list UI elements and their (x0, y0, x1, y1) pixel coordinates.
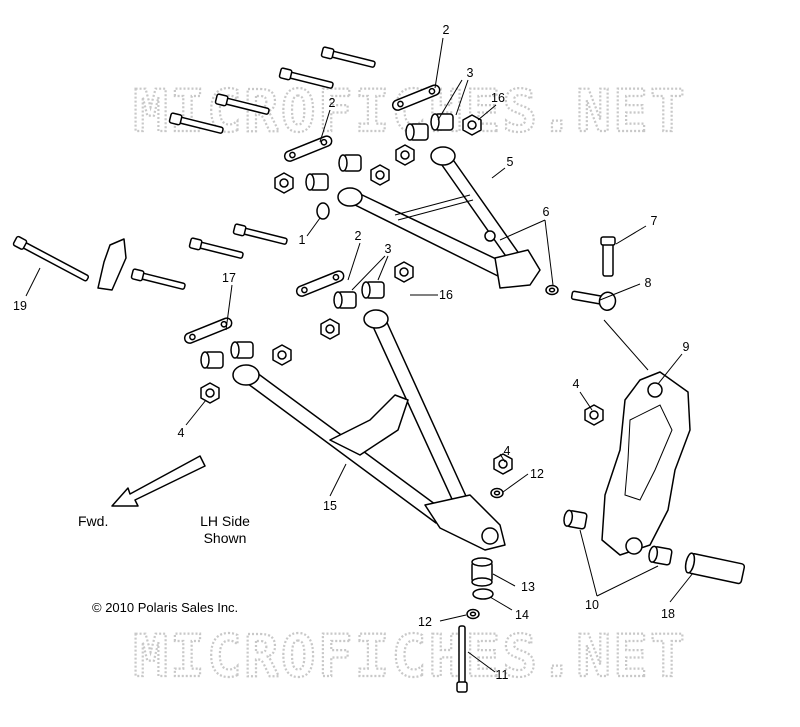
callout-10: 10 (585, 598, 599, 612)
callout-8: 8 (645, 276, 652, 290)
callout-3: 3 (467, 66, 474, 80)
callout-4: 4 (178, 426, 185, 440)
callout-14: 14 (515, 608, 529, 622)
callout-11: 11 (496, 668, 509, 682)
callout-19: 19 (13, 299, 27, 313)
watermark-bottom: MICROFICHES.NET (133, 622, 687, 690)
spindle-knuckle (601, 371, 691, 556)
callout-18: 18 (661, 607, 675, 621)
callout-4: 4 (573, 377, 580, 391)
forward-label: Fwd. (78, 513, 108, 529)
callout-6: 6 (543, 205, 550, 219)
callout-2: 2 (355, 229, 362, 243)
callout-16: 16 (491, 91, 505, 105)
side-label-line1: LH Side (200, 513, 250, 529)
callout-17: 17 (222, 271, 236, 285)
callout-2: 2 (329, 96, 336, 110)
callout-15: 15 (323, 499, 337, 513)
callout-12: 12 (530, 467, 544, 481)
callout-16: 16 (439, 288, 453, 302)
callout-1: 1 (299, 233, 306, 247)
callout-7: 7 (651, 214, 658, 228)
callout-13: 13 (521, 580, 535, 594)
lower-a-arm (232, 309, 506, 551)
upper-a-arm (337, 146, 541, 289)
callout-5: 5 (507, 155, 514, 169)
callout-12: 12 (418, 615, 432, 629)
callout-3: 3 (385, 242, 392, 256)
callout-2: 2 (443, 23, 450, 37)
callout-9: 9 (683, 340, 690, 354)
forward-arrow-icon (111, 455, 206, 507)
side-label-line2: Shown (204, 530, 247, 546)
leader-lines (25, 37, 694, 673)
copyright-notice: © 2010 Polaris Sales Inc. (92, 600, 238, 615)
callout-4: 4 (504, 444, 511, 458)
